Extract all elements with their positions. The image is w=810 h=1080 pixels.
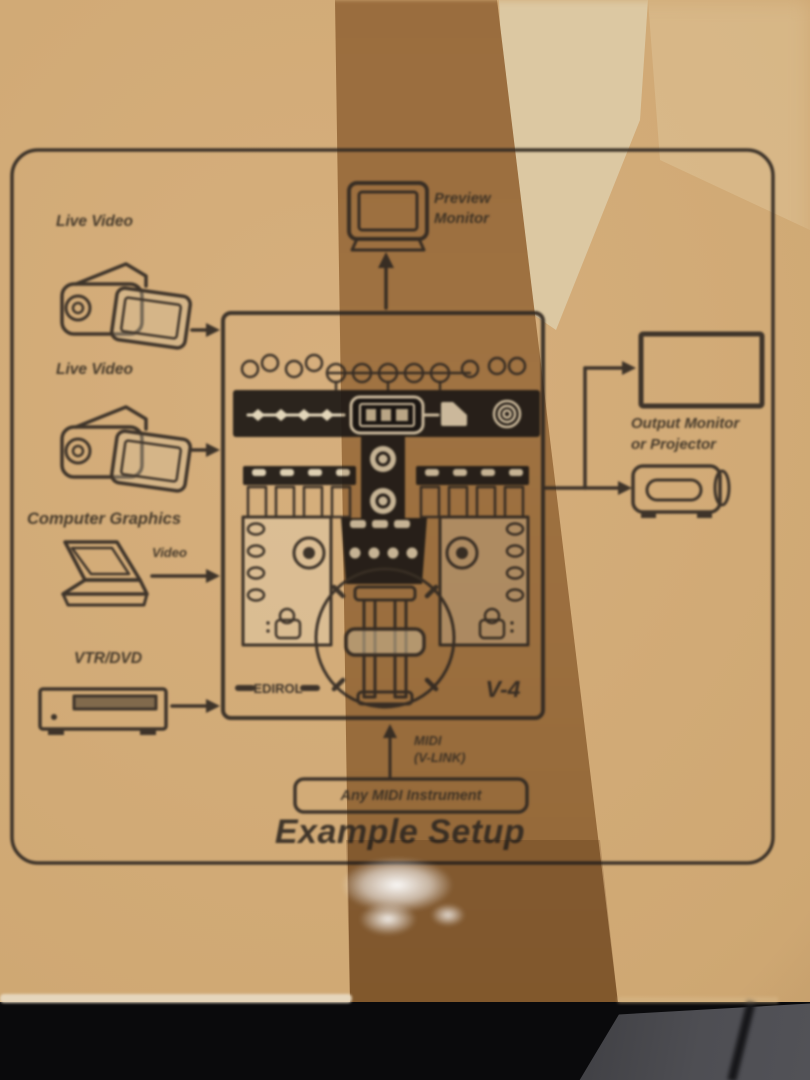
label-live-video-1: Live Video	[56, 213, 133, 231]
vtr-dvd-icon	[38, 687, 168, 735]
arrow-camcorder2-to-mixer	[190, 443, 220, 457]
camcorder-icon-1	[60, 262, 192, 350]
box-bottom-edge-right	[618, 997, 778, 1003]
label-output-monitor-line1: Output Monitor	[631, 413, 739, 434]
output-monitor-icon	[638, 331, 765, 409]
arrow-camcorder1-to-mixer	[190, 323, 220, 337]
carpet-patch	[579, 1003, 810, 1080]
label-live-video-2: Live Video	[56, 361, 133, 379]
arrow-vtr-to-mixer	[170, 699, 220, 713]
arrow-laptop-to-mixer	[150, 569, 220, 583]
tape-gloss-reflection-3	[425, 900, 471, 930]
laptop-icon	[61, 540, 149, 607]
label-vtr-dvd: VTR/DVD	[74, 650, 142, 668]
label-output-monitor-line2: or Projector	[631, 434, 739, 455]
label-video-connection: Video	[152, 545, 187, 560]
brand-logo: EDIROL	[235, 681, 320, 696]
label-computer-graphics: Computer Graphics	[27, 510, 181, 529]
tape-gloss-reflection-2	[348, 896, 428, 942]
box-bottom-edge-highlight	[0, 994, 352, 1003]
brand-logo-text: EDIROL	[253, 681, 302, 696]
camcorder-icon-2	[60, 405, 192, 493]
projector-icon	[631, 464, 731, 518]
label-output-monitor: Output Monitor or Projector	[631, 413, 739, 455]
